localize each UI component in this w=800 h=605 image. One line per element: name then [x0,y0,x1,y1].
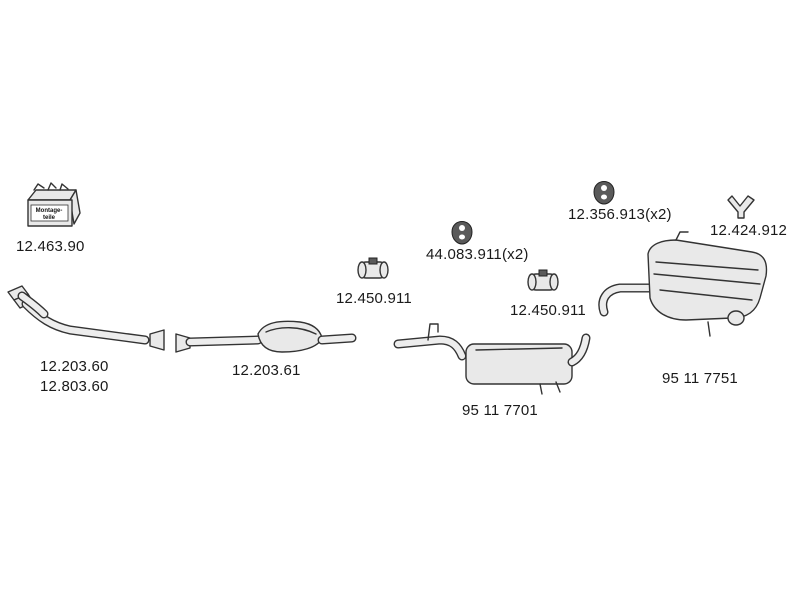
clamp-1-part-number: 12.450.911 [336,290,412,307]
rear-bracket-illustration [727,195,755,219]
clamp-2-illustration [527,269,559,291]
mounting-kit-box-illustration: Montage- teile [27,182,81,227]
rubber-hanger-1-illustration [451,221,473,245]
kit-label-line-1: Montage- [36,208,63,214]
front-pipe-part-number-2: 12.803.60 [40,378,109,395]
mounting-kit-part-number: 12.463.90 [16,238,85,255]
catalytic-converter-illustration [175,320,357,353]
rubber-hanger-2-part-number: 12.356.913(x2) [568,206,672,223]
middle-silencer-illustration [393,323,591,395]
rear-bracket-part-number: 12.424.912 [710,222,788,239]
rear-silencer-part-number: 95 11 7751 [662,370,738,387]
kit-label-line-2: teile [43,215,56,221]
rubber-hanger-1-part-number: 44.083.911(x2) [426,246,529,263]
clamp-2-part-number: 12.450.911 [510,302,586,319]
rubber-hanger-2-illustration [593,181,615,205]
middle-silencer-part-number: 95 11 7701 [462,402,538,419]
front-pipe-illustration [7,285,165,351]
clamp-1-illustration [357,257,389,279]
catalytic-converter-part-number: 12.203.61 [232,362,301,379]
rear-silencer-illustration [598,231,768,337]
front-pipe-part-number-1: 12.203.60 [40,358,109,375]
